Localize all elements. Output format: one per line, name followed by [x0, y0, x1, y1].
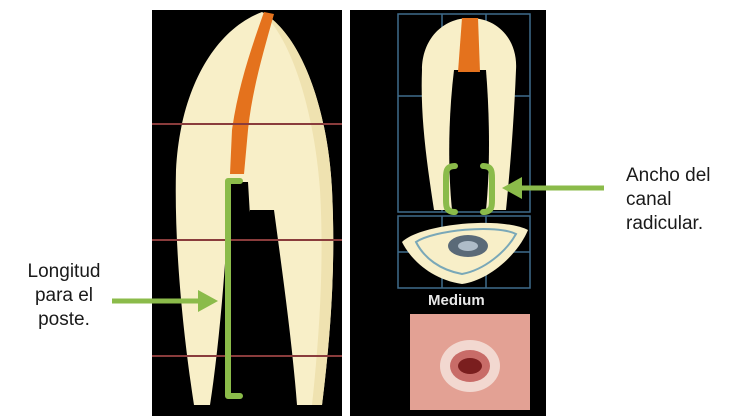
- canal-space: [449, 70, 489, 210]
- post-hole-center: [458, 358, 482, 374]
- tooth-longitudinal-illustration: [152, 10, 342, 416]
- post-length-label: Longitud para el poste.: [4, 260, 124, 332]
- cross-section-canal-center: [458, 241, 478, 251]
- tooth-analysis-panel: Medium: [350, 10, 546, 416]
- size-label: Medium: [428, 292, 485, 309]
- tooth-analysis-illustration: Medium: [350, 10, 546, 416]
- tooth-longitudinal-panel: [152, 10, 342, 416]
- canal-width-label: Ancho del canal radicular.: [626, 164, 736, 236]
